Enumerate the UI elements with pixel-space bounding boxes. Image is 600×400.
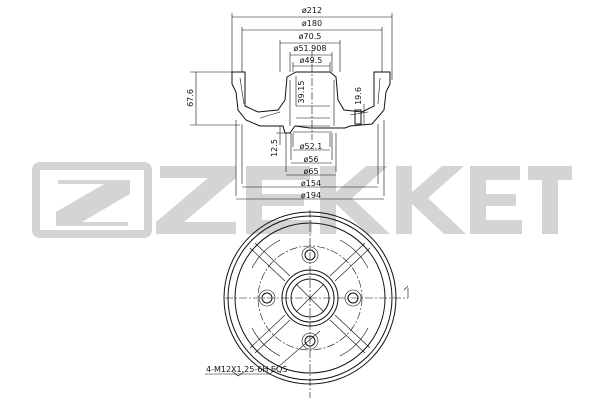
dim-d51-908: ø51.908: [294, 44, 327, 53]
thread-note: 4-M12X1.25-6H EQS: [206, 365, 287, 374]
dim-d49-5: ø49.5: [300, 56, 323, 65]
dim-d180: ø180: [302, 19, 322, 28]
dim-h67-6: 67.6: [186, 89, 195, 107]
dim-d194: ø194: [301, 191, 321, 200]
dim-h19-6: 19.6: [354, 87, 363, 105]
dim-d212: ø212: [302, 6, 322, 15]
dim-d70-5: ø70.5: [299, 32, 322, 41]
dim-h39-15: 39.15: [297, 81, 306, 104]
dim-d56: ø56: [303, 155, 318, 164]
front-view: [205, 210, 409, 398]
dim-h12-5: 12.5: [270, 139, 279, 157]
zekkert-logo-watermark: [32, 162, 572, 238]
dim-d154: ø154: [301, 179, 321, 188]
bolt-holes: [258, 246, 362, 350]
dim-d65: ø65: [303, 167, 318, 176]
section-view: ø212 ø180 ø70.5 ø51.908 ø49.5 ø52.1 ø56 …: [186, 6, 393, 200]
cooling-slots: [249, 239, 371, 357]
dim-d52-1: ø52.1: [300, 142, 323, 151]
